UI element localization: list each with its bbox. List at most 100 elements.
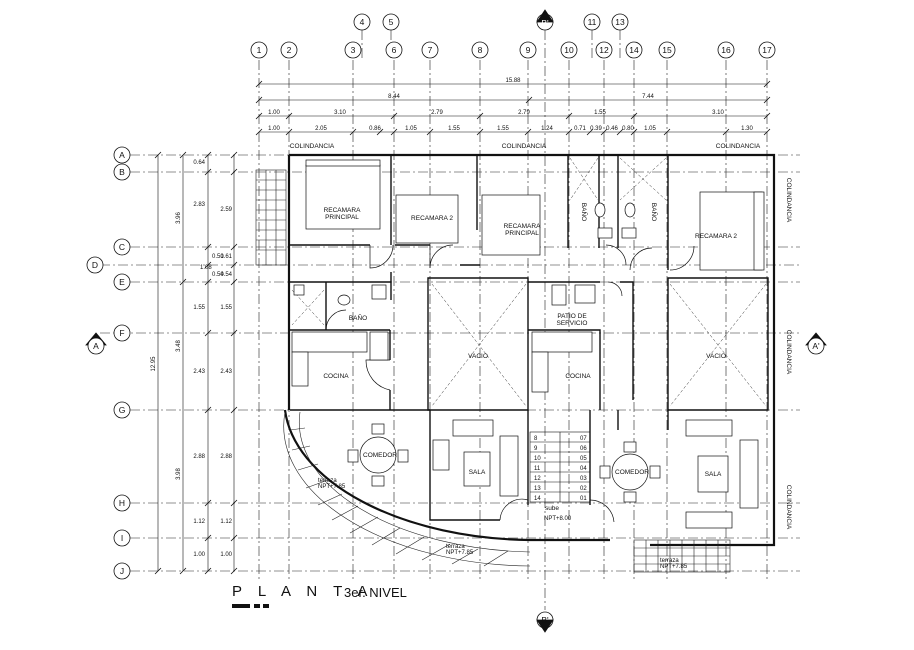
- grid-bubble: 7: [421, 41, 439, 59]
- dim-label: 2.88: [220, 454, 232, 460]
- grid-bubble: B: [113, 163, 131, 181]
- grid-bubble: G: [113, 401, 131, 419]
- drawing-subtitle: 3er. NIVEL: [344, 585, 407, 600]
- doors: [325, 244, 695, 523]
- grid-bubble: H: [113, 494, 131, 512]
- grid-bubble: 17: [758, 41, 776, 59]
- dim-label: 0.46: [606, 126, 618, 132]
- dim-label: 0.61: [220, 254, 232, 260]
- stair-number: 9: [534, 446, 538, 452]
- room-label: RECAMARA 2: [411, 215, 453, 222]
- stair-number: 04: [580, 466, 587, 472]
- stair-number: 11: [534, 466, 541, 472]
- dim-label: 1.24: [541, 126, 553, 132]
- dim-label: 2.79: [431, 110, 443, 116]
- room-label: COMEDOR: [615, 469, 649, 476]
- dim-label: 1.00: [220, 552, 232, 558]
- svg-text:J: J: [120, 566, 124, 576]
- dim-label: 1.00: [268, 110, 280, 116]
- curved-terrace: [283, 411, 531, 567]
- svg-text:A: A: [119, 150, 125, 160]
- stair-number: 02: [580, 486, 587, 492]
- balcony-bottom-right: [633, 539, 731, 573]
- dim-label: 1.08: [200, 265, 212, 271]
- left-dimension-text: 12.95 3.96 3.48 3.98 0.64 2.83 0.51 1.08…: [151, 160, 233, 558]
- grid-bubble: 9: [519, 41, 537, 59]
- grid-bubble: 4: [353, 13, 371, 31]
- svg-text:2: 2: [287, 45, 292, 55]
- svg-text:F: F: [119, 328, 124, 338]
- svg-text:14: 14: [629, 45, 639, 55]
- grid-bubble: I: [113, 529, 131, 547]
- dim-label: 1.00: [193, 552, 205, 558]
- dim-label: 2.05: [315, 126, 327, 132]
- furniture-beds: [305, 159, 765, 271]
- left-dimension-ticks: [154, 151, 238, 575]
- svg-text:7: 7: [428, 45, 433, 55]
- grid-bubble: 12: [595, 41, 613, 59]
- dim-label: 1.55: [448, 126, 460, 132]
- dim-label: 1.12: [193, 519, 205, 525]
- room-label: BAÑO: [580, 203, 589, 221]
- dim-label: 0.80: [622, 126, 634, 132]
- dim-label: 0.54: [212, 272, 224, 278]
- svg-text:10: 10: [564, 45, 574, 55]
- svg-text:3: 3: [351, 45, 356, 55]
- svg-text:4: 4: [360, 17, 365, 27]
- room-label: COCINA: [565, 373, 591, 380]
- grid-bubble: F: [113, 324, 131, 342]
- stair-number: 03: [580, 476, 587, 482]
- dim-label: 0.54: [220, 272, 232, 278]
- room-label: SALA: [469, 469, 486, 476]
- dim-label: 1.00: [268, 126, 280, 132]
- boundary-labels: COLINDANCIA COLINDANCIA COLINDANCIA COLI…: [290, 143, 792, 530]
- grid-bubble: 14: [625, 41, 643, 59]
- drawing-title: P L A N T A: [232, 583, 374, 600]
- dim-label: 0.51: [212, 254, 224, 260]
- stair-number: 05: [580, 456, 587, 462]
- dim-label: 1.55: [594, 110, 606, 116]
- svg-text:11: 11: [588, 17, 597, 27]
- svg-text:A: A: [93, 341, 99, 351]
- dim-label: 8.44: [388, 94, 400, 100]
- boundary-label: COLINDANCIA: [502, 143, 547, 150]
- dim-label: 2.59: [220, 207, 232, 213]
- section-marker-left: A: [85, 332, 107, 355]
- dim-label: 1.05: [405, 126, 417, 132]
- grid-bubble: A: [113, 146, 131, 164]
- grid-bubble: 16: [717, 41, 735, 59]
- room-label: RECAMARA 2: [695, 233, 737, 240]
- room-label: COCINA: [323, 373, 349, 380]
- top-dimension-text: 15.88 8.44 7.44 1.00 3.10 2.79 2.79 1.55…: [268, 78, 753, 132]
- left-grid-bubbles: A B C D E F G H I J: [86, 146, 131, 580]
- dim-label: 3.98: [176, 468, 182, 480]
- dim-label: 1.12: [220, 519, 232, 525]
- grid-bubble: 5: [382, 13, 400, 31]
- dim-label: 1.30: [741, 126, 753, 132]
- stair-numbers: 8 9 10 11 12 13 14 07 06 05 04 03 02 01: [534, 436, 587, 502]
- top-grid-bubbles: 4 5 B' 11 13 1 2 3 6 7 8 9 10 12 14 15 1…: [250, 9, 776, 59]
- level-label: NPT+8.00: [544, 516, 572, 522]
- scale-bar: [232, 604, 269, 608]
- grid-bubble: D: [86, 256, 104, 274]
- section-marker-top: B': [536, 9, 554, 31]
- boundary-label: COLINDANCIA: [716, 143, 761, 150]
- dim-label: 1.55: [497, 126, 509, 132]
- section-marker-right: A': [805, 332, 827, 355]
- dim-left-total: 12.95: [151, 356, 157, 372]
- grid-bubble: 6: [385, 41, 403, 59]
- grid-bubble: J: [113, 562, 131, 580]
- dim-label: 1.55: [220, 305, 232, 311]
- svg-text:6: 6: [392, 45, 397, 55]
- stair-number: 07: [580, 436, 587, 442]
- svg-text:E: E: [119, 277, 125, 287]
- furniture-living: [347, 419, 759, 529]
- svg-text:I: I: [121, 533, 123, 543]
- dim-label: 1.55: [193, 305, 205, 311]
- balcony-left: [255, 169, 287, 266]
